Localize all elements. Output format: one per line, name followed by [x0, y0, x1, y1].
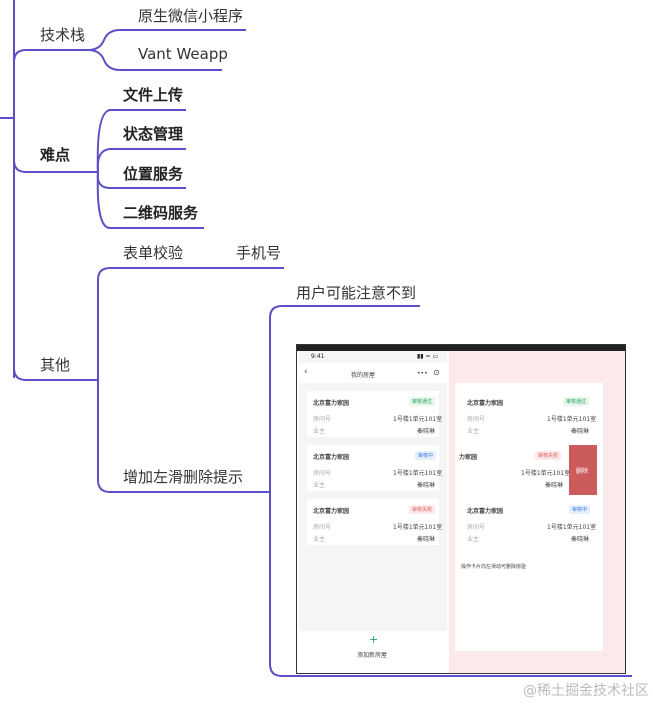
add-house-label[interactable]: 添加新房屋	[357, 652, 388, 659]
node-wechat-miniprogram: 原生微信小程序	[138, 7, 244, 25]
node-file-upload: 文件上传	[123, 86, 184, 104]
status-badge: 审核失败	[409, 505, 436, 514]
embedded-screenshot: 9:41 ▮▮ ≈ ▭ ‹ 我的房屋 ••• ⊙ 北京富力家园 审核通过 房间号…	[296, 344, 626, 674]
capsule-icon[interactable]: ⊙	[433, 368, 440, 377]
house-card[interactable]: 北京富力家园 审核通过 房间号 1号楼1单元101室 业主 秦晓琳	[307, 391, 442, 437]
status-badge: 审核通过	[409, 397, 436, 406]
node-state-management: 状态管理	[123, 125, 184, 143]
node-qrcode-service: 二维码服务	[123, 204, 199, 222]
status-bar	[297, 345, 625, 351]
status-time: 9:41	[311, 353, 325, 360]
node-swipe-delete-hint: 增加左滑删除提示	[123, 468, 244, 486]
status-badge: 审核中	[569, 505, 591, 514]
status-badge: 审核中	[415, 451, 437, 460]
node-other: 其他	[40, 356, 71, 374]
node-location-service: 位置服务	[123, 165, 184, 183]
house-card-swiped[interactable]: 力家园 审核失败 1号楼1单元101室 秦晓琳	[455, 445, 570, 491]
house-card[interactable]: 北京富力家园 审核中 房间号 1号楼1单元101室 业主 秦晓琳	[461, 499, 596, 545]
add-house-bar[interactable]: + 添加新房屋	[299, 631, 447, 673]
plus-icon[interactable]: +	[369, 633, 379, 646]
more-icon[interactable]: •••	[417, 370, 428, 377]
status-badge: 审核通过	[563, 397, 590, 406]
status-badge: 审核失败	[535, 451, 562, 460]
back-icon[interactable]: ‹	[304, 367, 308, 377]
house-card[interactable]: 北京富力家园 审核中 房间号 1号楼1单元101室 业主 秦晓琳	[307, 445, 442, 491]
delete-button[interactable]: 删除	[569, 445, 597, 495]
nav-bar: ‹ 我的房屋 ••• ⊙	[299, 363, 447, 383]
swipe-tip: 操作卡片向左滑动可删除房屋	[461, 564, 527, 570]
node-user-may-miss: 用户可能注意不到	[296, 284, 417, 302]
phone-right: 北京富力家园 审核通过 房间号 1号楼1单元101室 业主 秦晓琳 力家园 审核…	[449, 351, 625, 673]
house-card[interactable]: 北京富力家园 审核失败 房间号 1号楼1单元101室 业主 秦晓琳	[307, 499, 442, 545]
house-card[interactable]: 北京富力家园 审核通过 房间号 1号楼1单元101室 业主 秦晓琳	[461, 391, 596, 437]
watermark: @稀土掘金技术社区	[523, 683, 649, 699]
signal-icon: ▮▮ ≈ ▭	[417, 353, 439, 360]
node-phone-number: 手机号	[236, 244, 282, 262]
node-form-validation: 表单校验	[123, 244, 184, 262]
node-vant-weapp: Vant Weapp	[138, 45, 228, 63]
phone-left: 9:41 ▮▮ ≈ ▭ ‹ 我的房屋 ••• ⊙ 北京富力家园 审核通过 房间号…	[299, 351, 447, 673]
node-tech-stack: 技术栈	[40, 26, 86, 44]
node-difficulties: 难点	[40, 146, 71, 164]
nav-title: 我的房屋	[351, 372, 376, 379]
